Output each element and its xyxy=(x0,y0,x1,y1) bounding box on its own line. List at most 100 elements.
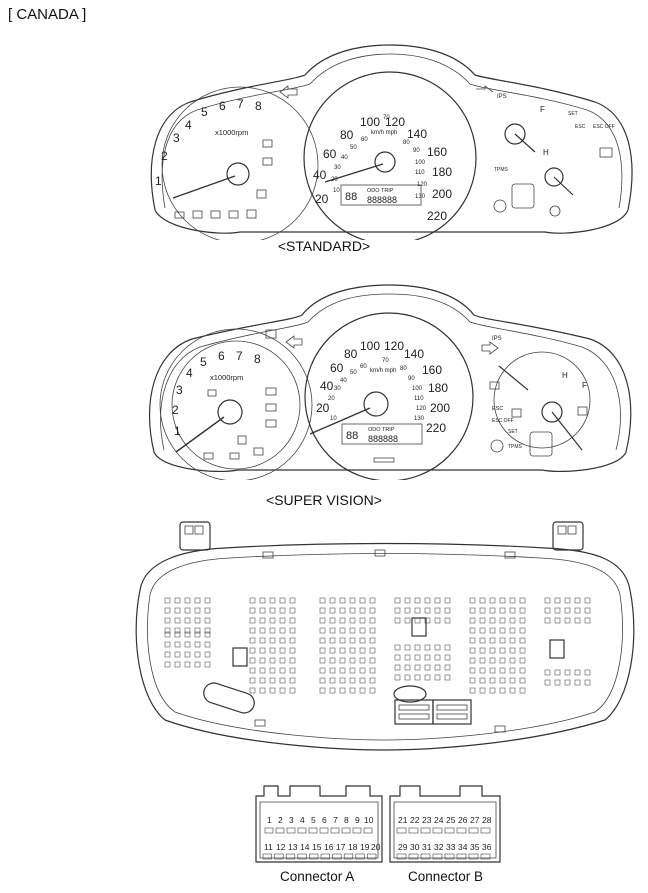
pcb-dot xyxy=(544,597,551,604)
svg-text:60: 60 xyxy=(360,364,367,370)
std-kmh-100: 100 xyxy=(360,115,380,129)
pcb-dot xyxy=(479,627,486,634)
super-vision-caption: <SUPER VISION> xyxy=(266,492,382,508)
sv-tach-tick-1: 1 xyxy=(174,424,181,438)
pin-a-9: 9 xyxy=(355,815,360,825)
sv-kmh-20: 20 xyxy=(316,401,330,415)
pcb-dot xyxy=(289,657,296,664)
pcb-dot xyxy=(519,637,526,644)
pcb-dot xyxy=(509,657,516,664)
pcb-dot xyxy=(184,607,191,614)
standard-cluster-drawing: 1 2 3 4 5 6 7 8 x1000rpm 20 40 60 80 100… xyxy=(150,44,633,240)
pcb-dot xyxy=(394,654,401,661)
sv-tach-needle xyxy=(175,416,225,453)
pcb-dot xyxy=(444,654,451,661)
pcb-dot xyxy=(479,637,486,644)
pcb-dot xyxy=(519,597,526,604)
pcb-dot xyxy=(479,597,486,604)
svg-text:130: 130 xyxy=(415,194,426,200)
pcb-dot xyxy=(369,677,376,684)
standard-tach-rim xyxy=(161,86,319,240)
pcb-dot xyxy=(584,669,591,676)
pcb-dot xyxy=(479,617,486,624)
svg-text:120: 120 xyxy=(417,182,428,188)
pcb-dot xyxy=(489,597,496,604)
pcb-dot xyxy=(319,667,326,674)
std-temp-needle xyxy=(553,176,574,196)
pcb-dot xyxy=(339,637,346,644)
connector-pin-diagram: 1 2 3 4 5 6 7 8 9 10 11 12 13 14 15 16 1… xyxy=(255,785,501,863)
std-tach-tick-4: 4 xyxy=(185,118,192,132)
pcb-dot xyxy=(544,607,551,614)
pcb-dot xyxy=(269,687,276,694)
pin-a-11: 11 xyxy=(264,842,273,852)
pcb-dot xyxy=(279,657,286,664)
pcb-dot xyxy=(369,597,376,604)
pcb-dot xyxy=(339,647,346,654)
pcb-dot xyxy=(184,661,191,668)
pcb-dot xyxy=(164,627,171,634)
sv-speed-needle xyxy=(309,407,371,435)
pcb-dot xyxy=(259,637,266,644)
pin-box xyxy=(275,827,285,834)
pcb-dot xyxy=(519,607,526,614)
rear-housing xyxy=(135,542,635,751)
pcb-dot xyxy=(289,627,296,634)
pin-b-21: 21 xyxy=(398,815,408,825)
pcb-dot xyxy=(564,617,571,624)
rear-left-mount-tab xyxy=(179,521,211,551)
svg-text:110: 110 xyxy=(415,170,425,176)
sv-tpms-icon xyxy=(490,439,504,453)
pin-a-18: 18 xyxy=(348,842,358,852)
svg-text:30: 30 xyxy=(334,386,341,392)
pcb-dot xyxy=(319,657,326,664)
std-tach-tick-3: 3 xyxy=(173,131,180,145)
std-right-turn-icon xyxy=(476,85,494,93)
pcb-dot xyxy=(369,667,376,674)
pcb-dot xyxy=(414,654,421,661)
pin-box xyxy=(444,853,455,860)
sv-odo-left-digits: 88 xyxy=(346,430,358,442)
pcb-dot xyxy=(204,651,211,658)
std-kmh-180: 180 xyxy=(432,165,452,179)
pcb-dot xyxy=(489,617,496,624)
pin-a-20: 20 xyxy=(371,842,381,852)
std-tach-needle xyxy=(172,175,236,199)
svg-text:20: 20 xyxy=(331,177,338,183)
pcb-dot xyxy=(564,679,571,686)
pcb-dot xyxy=(554,617,561,624)
pcb-dot xyxy=(414,607,421,614)
pcb-dot xyxy=(469,667,476,674)
pcb-dot xyxy=(279,637,286,644)
pcb-dot xyxy=(164,641,171,648)
sv-tach-tick-7: 7 xyxy=(236,349,243,363)
pcb-dot xyxy=(359,687,366,694)
pcb-dot xyxy=(394,664,401,671)
pcb-dot xyxy=(574,669,581,676)
pcb-dot xyxy=(554,669,561,676)
pcb-dot xyxy=(249,607,256,614)
pin-b-33: 33 xyxy=(446,842,456,852)
pcb-dot xyxy=(574,607,581,614)
pcb-dot xyxy=(329,617,336,624)
pin-b-22: 22 xyxy=(410,815,420,825)
std-fuel-label: F xyxy=(540,105,545,114)
pin-b-36: 36 xyxy=(482,842,492,852)
std-kmh-160: 160 xyxy=(427,145,447,159)
pin-a-3: 3 xyxy=(289,815,294,825)
pcb-dot xyxy=(249,667,256,674)
std-kmh-60: 60 xyxy=(323,147,337,161)
pin-b-35: 35 xyxy=(470,842,480,852)
sv-left-turn-icon xyxy=(285,335,303,349)
pcb-dot xyxy=(249,657,256,664)
svg-text:120: 120 xyxy=(416,406,427,412)
pcb-dot xyxy=(479,657,486,664)
pcb-dot xyxy=(519,667,526,674)
pcb-dot xyxy=(319,677,326,684)
sv-tach-tick-8: 8 xyxy=(254,352,261,366)
svg-text:70: 70 xyxy=(383,115,390,121)
pcb-dot xyxy=(184,651,191,658)
pcb-dot xyxy=(424,597,431,604)
std-speed-hub xyxy=(374,151,396,173)
pcb-dot xyxy=(259,607,266,614)
